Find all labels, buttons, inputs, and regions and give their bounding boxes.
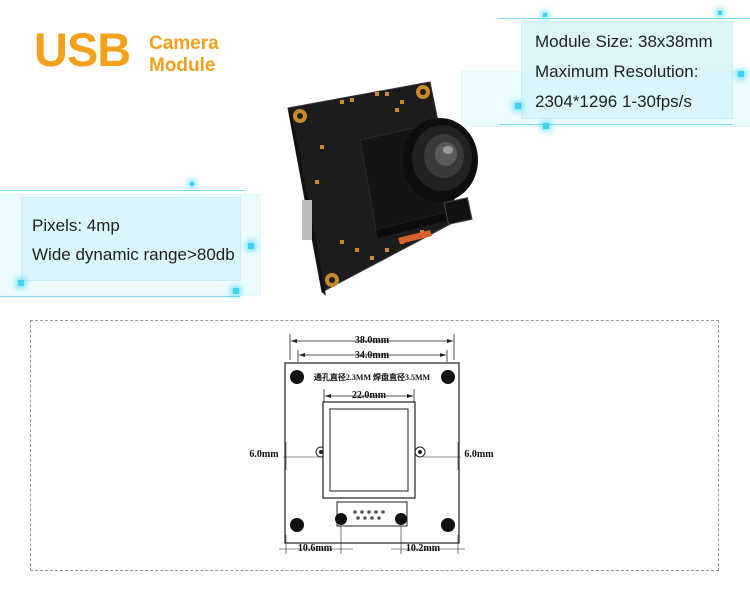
decor-glow-dot	[18, 280, 24, 286]
spec-max-resolution-value: 2304*1296 1-30fps/s	[535, 92, 692, 111]
decor-glow-dot	[233, 288, 239, 294]
decor-glow-dot	[248, 243, 254, 249]
spec-wide-dynamic-range: Wide dynamic range>80db	[32, 245, 235, 264]
logo-module: Module	[149, 55, 216, 76]
dim-width-outer: 38.0mm	[355, 335, 390, 346]
dim-bottom-right: 10.2mm	[406, 543, 441, 554]
spec-panel-right	[522, 22, 732, 118]
dim-lens-width: 22.0mm	[352, 390, 387, 401]
spec-panel-left	[22, 198, 240, 280]
camera-module-photo	[287, 81, 478, 296]
decor-line	[0, 190, 246, 191]
decor-glow-dot	[718, 11, 722, 15]
decor-line	[0, 296, 240, 297]
dim-hole-note: 通孔直径2.3MM 焊盘直径3.5MM	[314, 372, 431, 382]
logo-camera: Camera	[149, 33, 219, 54]
spec-max-resolution-label: Maximum Resolution:	[535, 62, 699, 81]
dim-width-holes: 34.0mm	[355, 350, 390, 361]
drawing-frame	[30, 320, 719, 571]
dim-right-offset: 6.0mm	[464, 449, 494, 460]
decor-line	[500, 124, 732, 125]
technical-drawing: 38.0mm 34.0mm 通孔直径2.3MM 焊盘直径3.5MM 22.0mm…	[243, 330, 501, 566]
spec-module-size: Module Size: 38x38mm	[535, 32, 713, 51]
decor-glow-dot	[515, 103, 521, 109]
logo-subtitle: Camera Module	[149, 33, 219, 77]
spec-pixels: Pixels: 4mp	[32, 216, 120, 235]
logo-usb: USB	[34, 23, 131, 76]
decor-glow-dot	[543, 123, 549, 129]
dim-bottom-left: 10.6mm	[298, 543, 333, 554]
decor-glow-dot	[738, 71, 744, 77]
dim-left-offset: 6.0mm	[249, 449, 279, 460]
decor-line	[498, 18, 750, 19]
decor-glow-dot	[543, 13, 547, 17]
decor-glow-dot	[190, 182, 194, 186]
